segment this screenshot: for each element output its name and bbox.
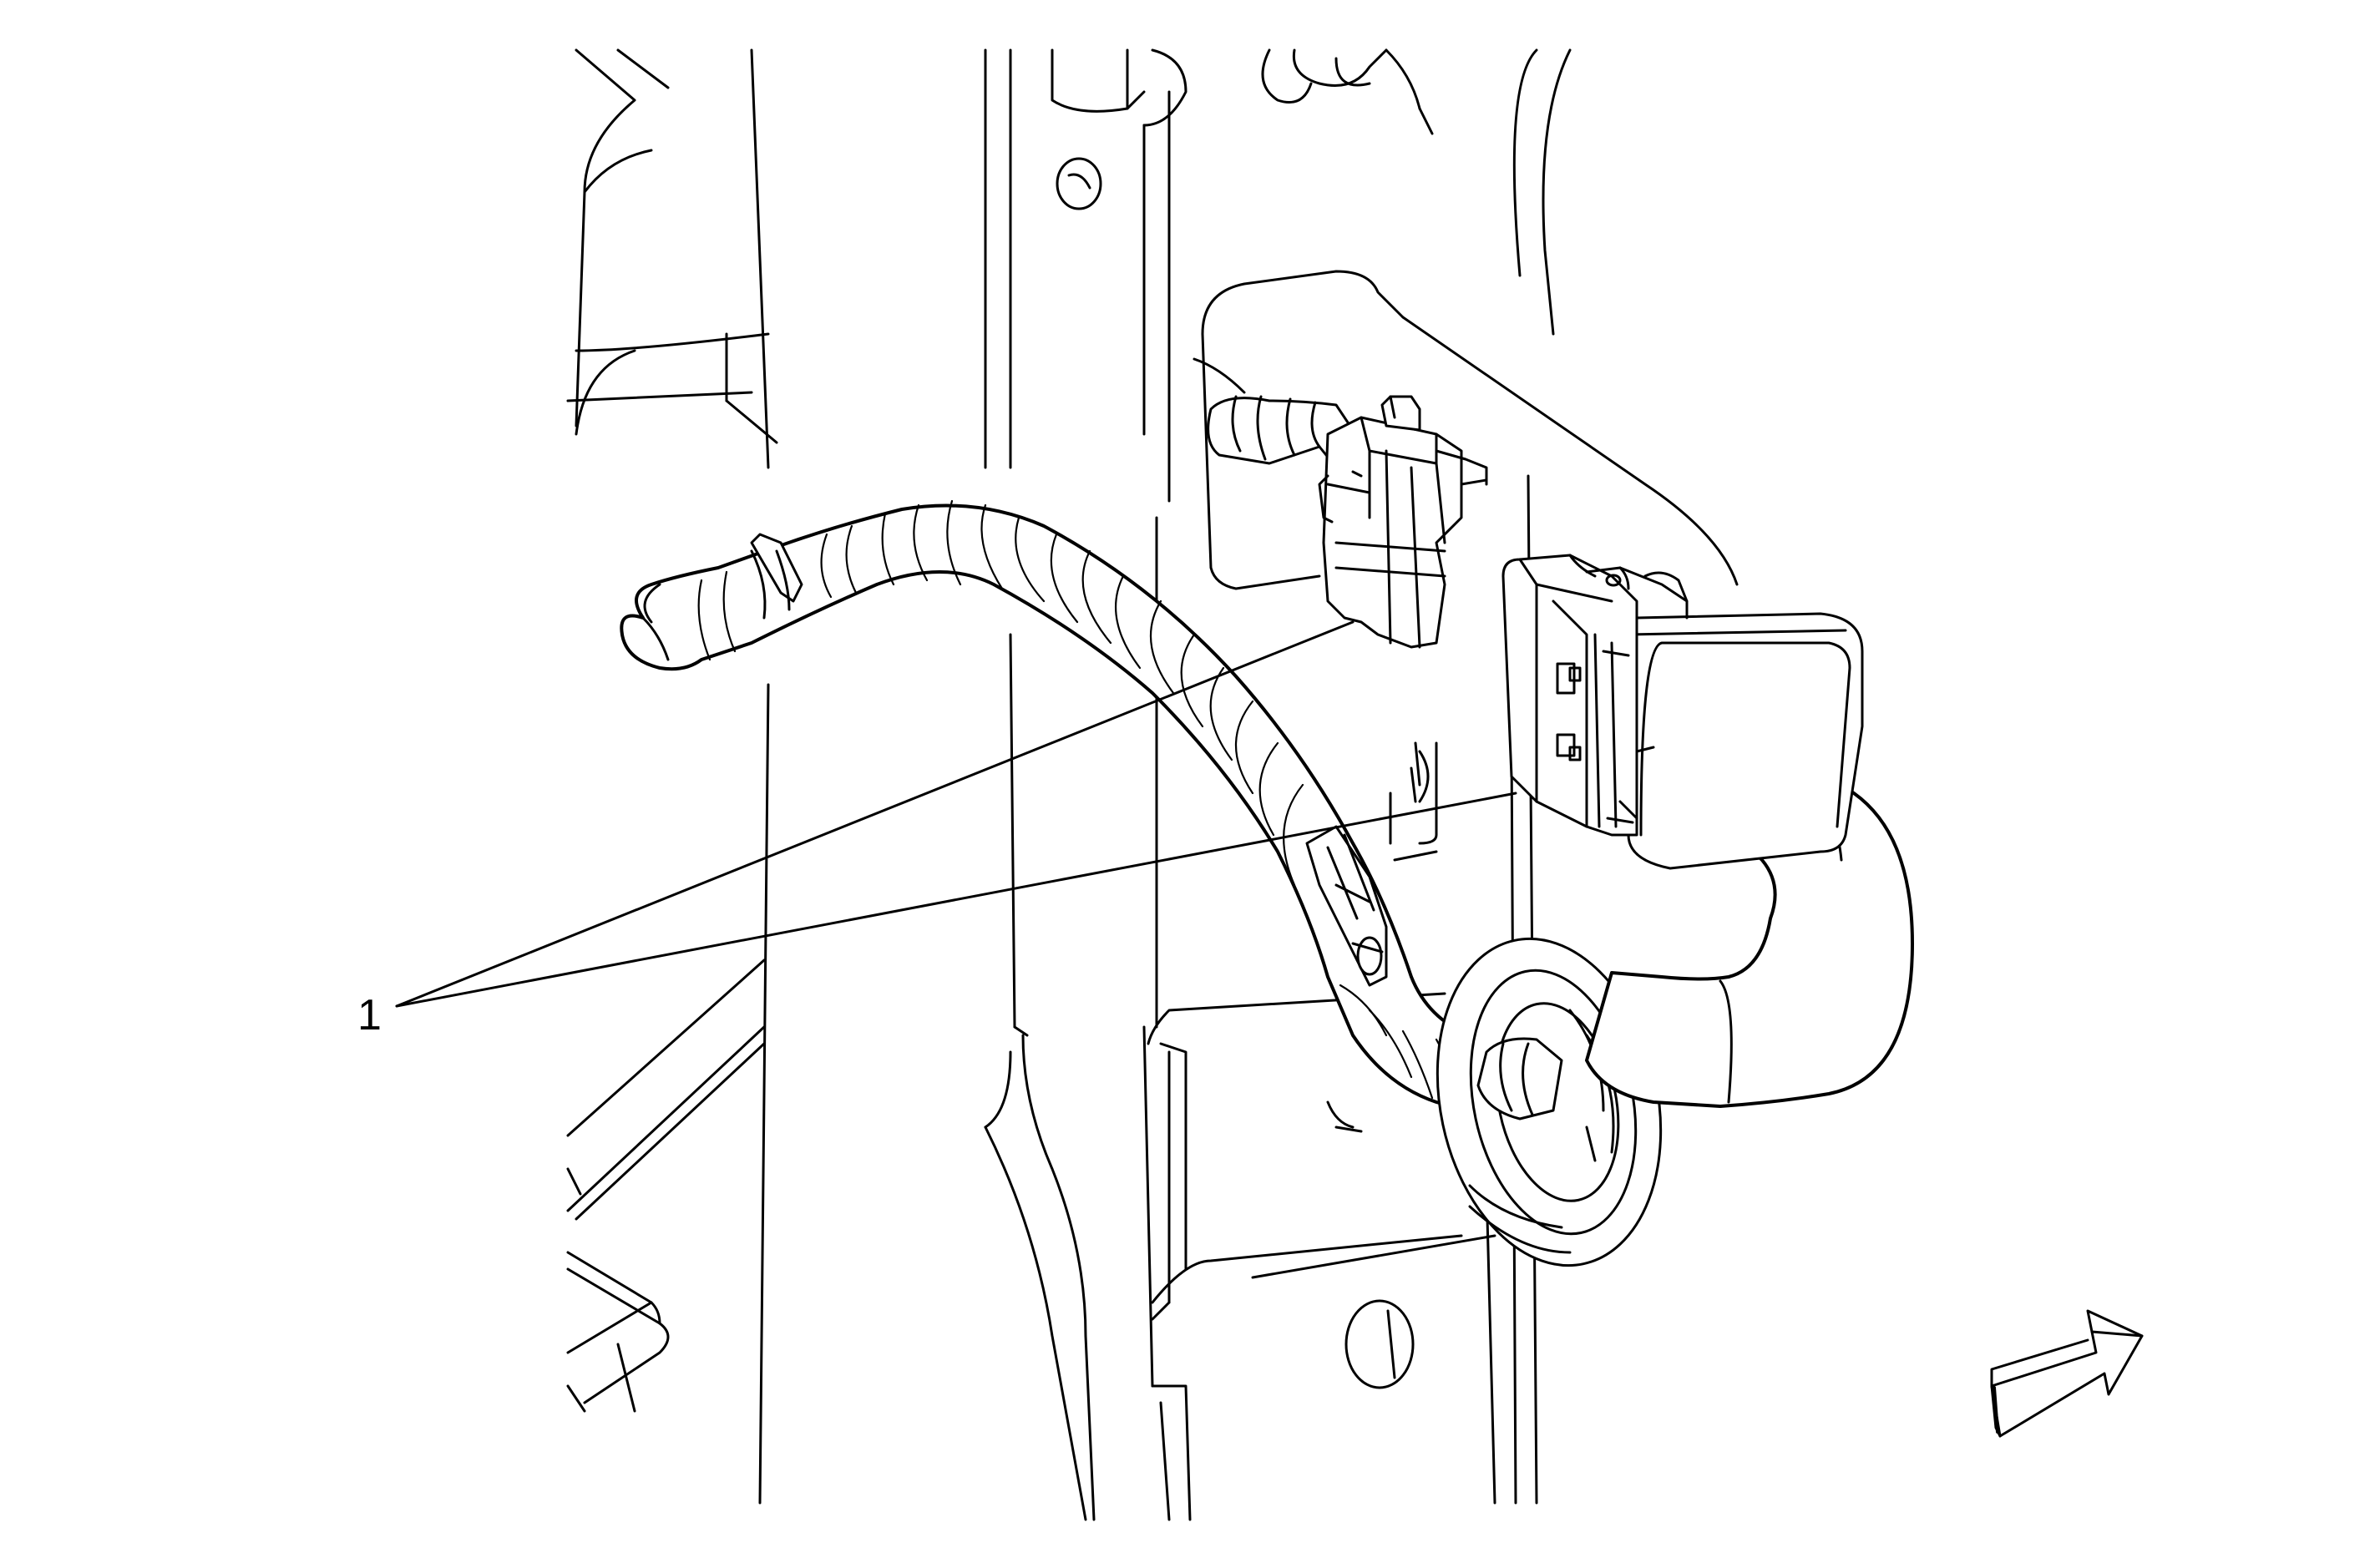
callout-leaders: [395, 620, 1517, 1008]
control-module: [1501, 554, 1864, 870]
center-pillar: [984, 48, 1463, 1521]
arrow-icon: [1990, 1309, 2144, 1438]
left-body-panel: [566, 48, 778, 1505]
callout-label-1: 1: [357, 991, 382, 1040]
mounting-pocket: [1193, 270, 1739, 590]
inline-connector-upper: [1318, 395, 1488, 649]
